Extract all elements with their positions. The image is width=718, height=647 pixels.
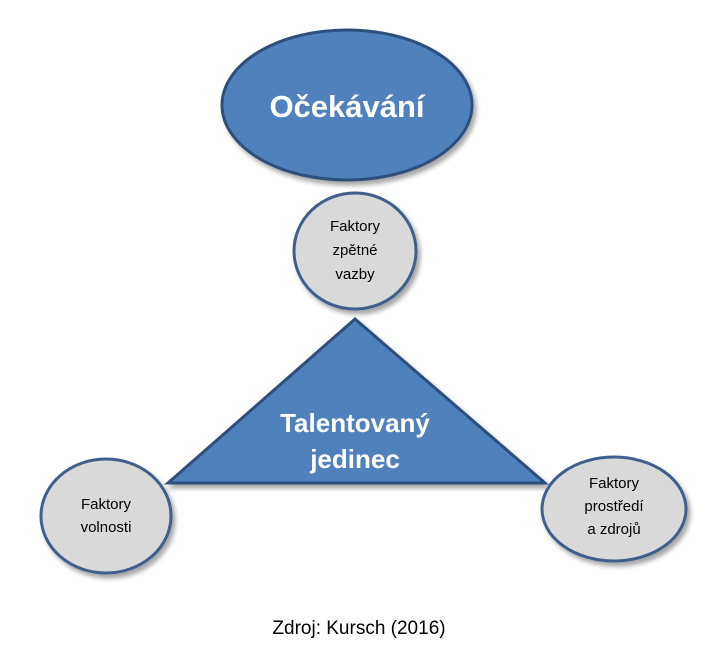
triangle-label-line1: Talentovaný xyxy=(280,408,430,438)
environment-factors-node: Faktory prostředí a zdrojů xyxy=(540,455,688,563)
source-caption: Zdroj: Kursch (2016) xyxy=(272,618,446,639)
talented-individual-triangle: Talentovaný jedinec xyxy=(164,317,550,485)
environment-node-line1: Faktory xyxy=(589,475,640,492)
expectation-ellipse: Očekávání xyxy=(220,28,474,182)
feedback-node-line2: zpětné xyxy=(332,242,377,259)
freedom-factors-node: Faktory volnosti xyxy=(39,457,173,575)
feedback-node-shape xyxy=(292,191,418,311)
triangle-shape xyxy=(164,317,550,485)
freedom-node-line2: volnosti xyxy=(81,519,132,536)
triangle-label-line2: jedinec xyxy=(309,444,400,474)
feedback-factors-node: Faktory zpětné vazby xyxy=(292,191,418,311)
expectation-label: Očekávání xyxy=(269,89,425,124)
freedom-node-line1: Faktory xyxy=(81,496,132,513)
environment-node-shape xyxy=(540,455,688,563)
freedom-node-shape xyxy=(39,457,173,575)
environment-node-line2: prostředí xyxy=(584,498,644,515)
feedback-node-line3: vazby xyxy=(335,266,375,283)
environment-node-line3: a zdrojů xyxy=(587,521,640,538)
expectation-shape xyxy=(220,28,474,182)
feedback-node-line1: Faktory xyxy=(330,218,381,235)
